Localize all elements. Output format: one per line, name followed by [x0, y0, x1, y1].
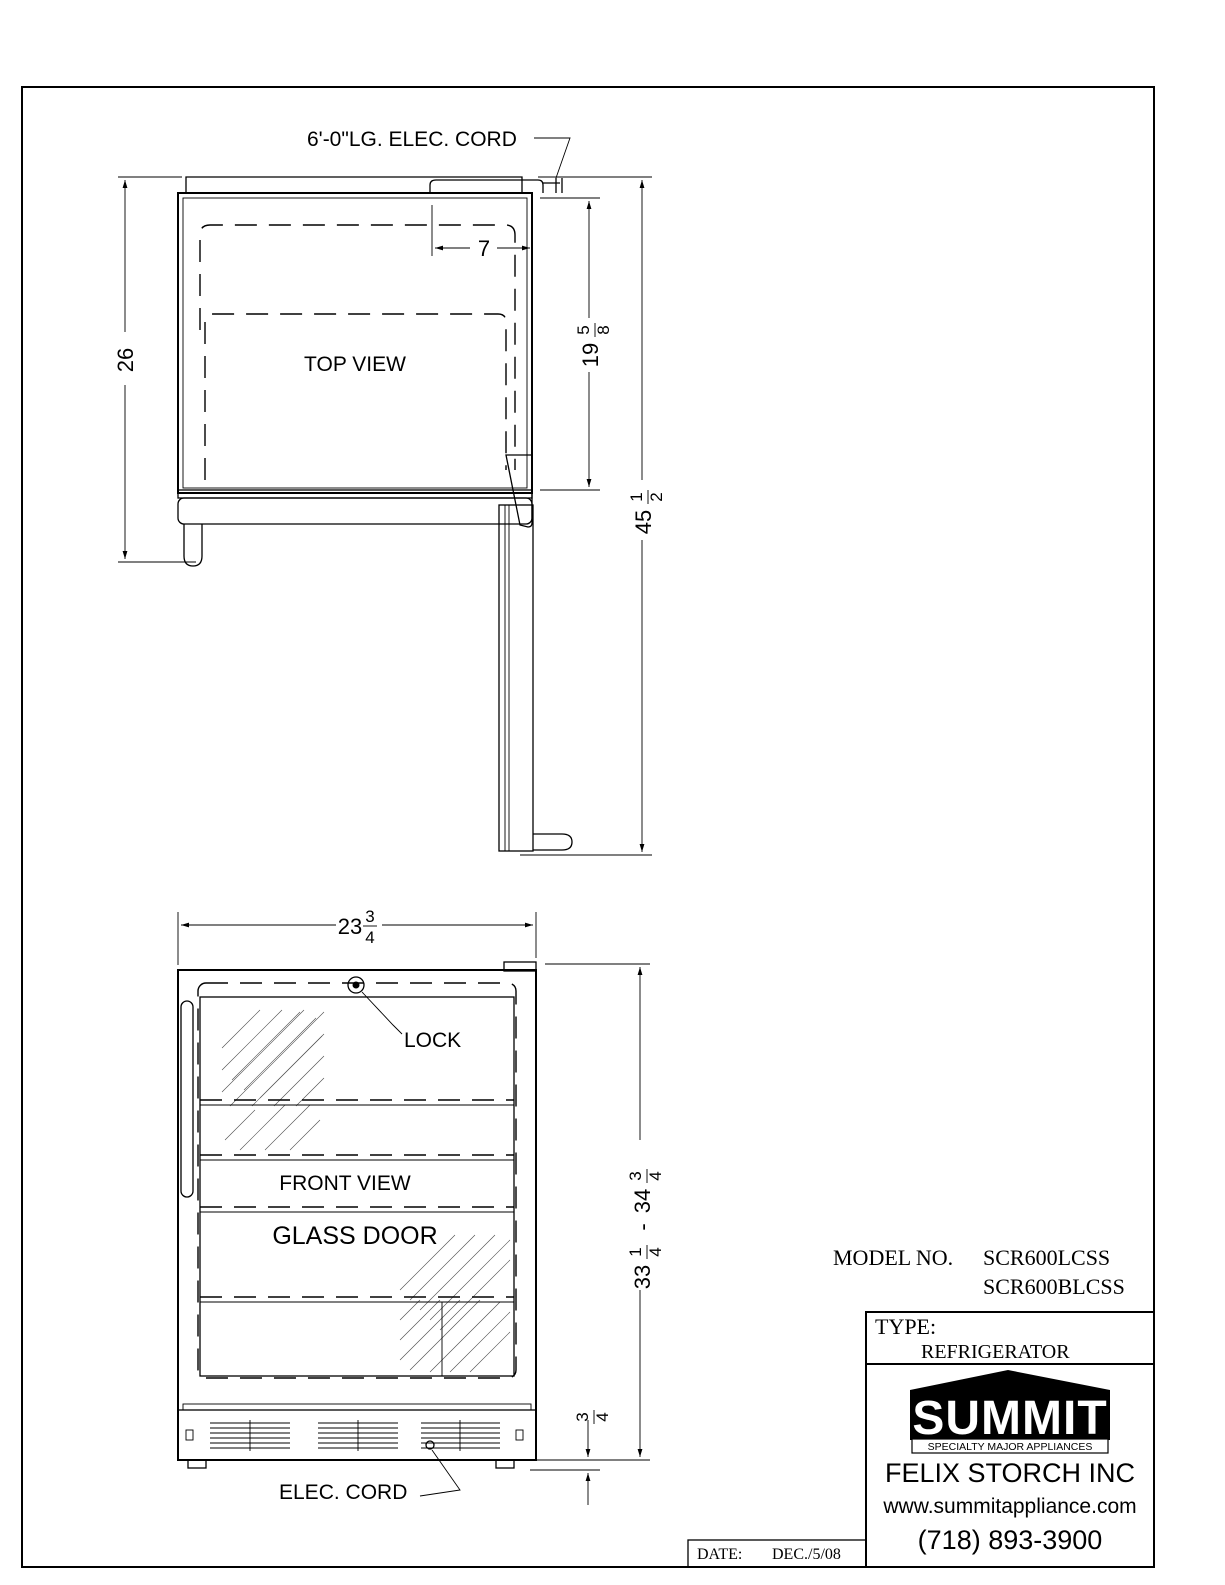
svg-text:SUMMIT: SUMMIT — [912, 1392, 1107, 1445]
dim-inner-whole: 19 — [578, 343, 603, 367]
front-view: 23 3 4 33 1 4 - 34 3 4 3 4 LOCK — [178, 907, 665, 1505]
dim-width-whole: 23 — [338, 914, 362, 939]
dim-height-b-whole: 34 — [630, 1189, 655, 1213]
dim-height-a-whole: 33 — [630, 1265, 655, 1289]
dim-width-num: 3 — [365, 907, 374, 926]
company-name: FELIX STORCH INC — [885, 1458, 1135, 1488]
model-2: SCR600BLCSS — [983, 1274, 1125, 1299]
type-value: REFRIGERATOR — [921, 1341, 1070, 1363]
dim-width-den: 4 — [365, 928, 374, 947]
website: www.summitappliance.com — [882, 1495, 1136, 1518]
date-label: DATE: — [697, 1546, 742, 1563]
dim-height-a-den: 4 — [646, 1247, 665, 1256]
dim-open-num: 1 — [627, 492, 646, 501]
dim-offset-7: 7 — [478, 236, 490, 261]
dim-depth-26: 26 — [113, 348, 138, 372]
glass-door-label: GLASS DOOR — [272, 1222, 437, 1250]
svg-text:SPECIALTY MAJOR APPLIANCES: SPECIALTY MAJOR APPLIANCES — [928, 1441, 1093, 1453]
model-label: MODEL NO. — [833, 1245, 953, 1270]
cord-top-label: 6'-0"LG. ELEC. CORD — [307, 128, 517, 151]
dim-inner-num: 5 — [574, 325, 593, 334]
dim-open-whole: 45 — [631, 510, 656, 534]
front-view-label: FRONT VIEW — [279, 1172, 411, 1195]
top-view-label: TOP VIEW — [304, 353, 406, 376]
dim-height-b-den: 4 — [646, 1171, 665, 1180]
dim-height-sep: - — [630, 1223, 655, 1230]
dim-leg-den: 4 — [593, 1412, 612, 1421]
elec-cord-label: ELEC. CORD — [279, 1481, 407, 1504]
top-view: 26 7 19 5 8 45 1 2 6'-0"LG. ELEC. CORD — [113, 128, 666, 855]
dim-height-a-num: 1 — [626, 1247, 645, 1256]
dim-leg-num: 3 — [573, 1412, 592, 1421]
model-1: SCR600LCSS — [983, 1245, 1110, 1270]
lock-label: LOCK — [404, 1029, 461, 1052]
dim-inner-den: 8 — [594, 325, 613, 334]
date-value: DEC./5/08 — [772, 1546, 841, 1563]
type-label: TYPE: — [875, 1314, 936, 1339]
dim-height-b-num: 3 — [626, 1171, 645, 1180]
dim-open-den: 2 — [647, 492, 666, 501]
summit-logo: SUMMIT SPECIALTY MAJOR APPLIANCES — [910, 1370, 1110, 1453]
phone: (718) 893-3900 — [918, 1525, 1103, 1555]
title-block: MODEL NO. SCR600LCSS SCR600BLCSS TYPE: R… — [688, 1245, 1154, 1567]
